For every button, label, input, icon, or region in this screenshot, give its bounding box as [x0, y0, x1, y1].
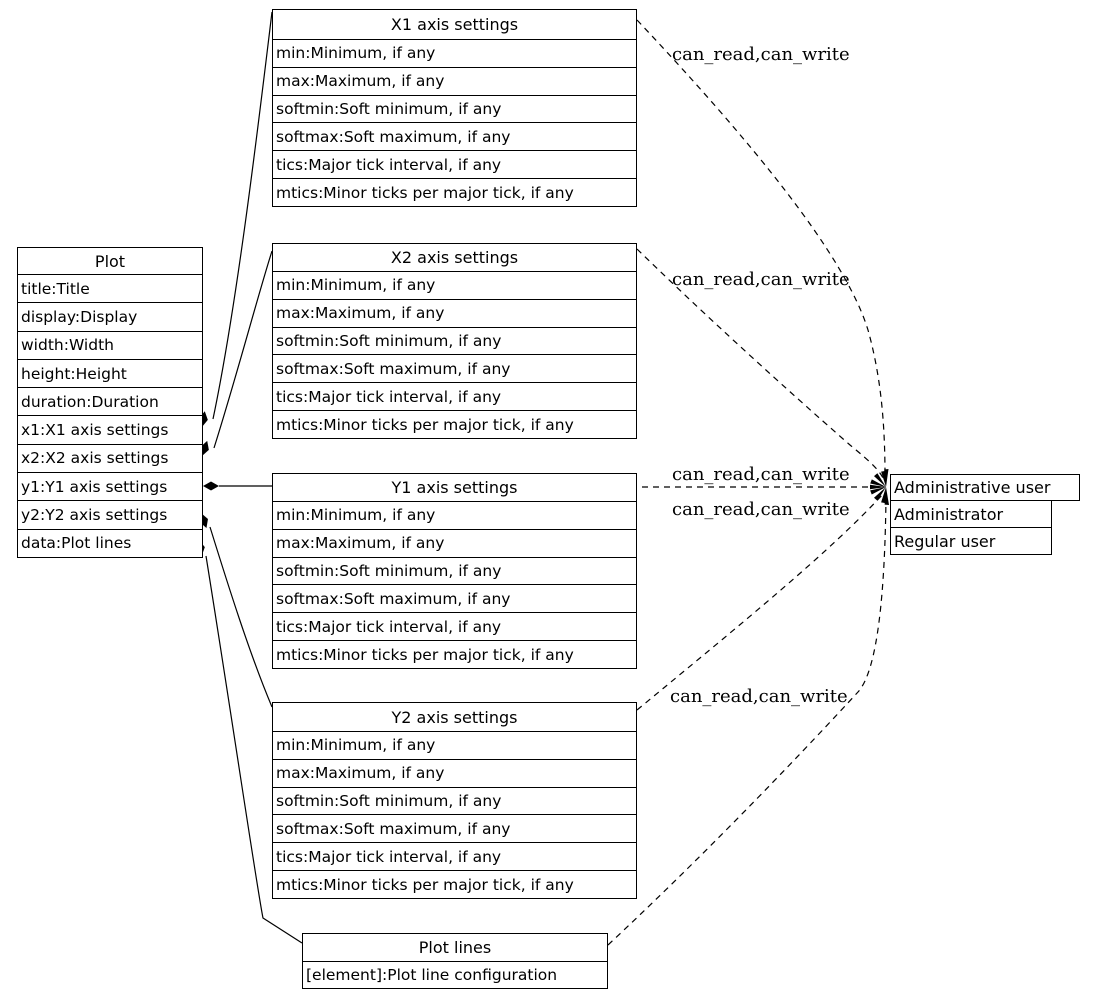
attribute-row: softmin:Soft minimum, if any — [273, 326, 636, 355]
attribute-row: softmax:Soft maximum, if any — [273, 354, 636, 383]
node-title-plot: Plot — [94, 251, 126, 271]
edge-y2-permission — [636, 493, 884, 711]
attribute-row: mtics:Minor ticks per major tick, if any — [273, 640, 636, 668]
user-role-row: Regular user — [890, 527, 1052, 555]
attribute-row: tics:Major tick interval, if any — [273, 842, 636, 871]
attribute-row: min:Minimum, if any — [273, 731, 636, 759]
attribute-row: max:Maximum, if any — [273, 758, 636, 787]
attribute-row: title:Title — [18, 274, 202, 303]
attribute-row: mtics:Minor ticks per major tick, if any — [273, 178, 636, 206]
node-title-x2-axis-settings: X2 axis settings — [390, 248, 519, 267]
attribute-row: softmax:Soft maximum, if any — [273, 122, 636, 151]
attribute-row: [element]:Plot line configuration — [303, 961, 607, 988]
node-title-administrative-user: Administrative user — [890, 474, 1080, 501]
node-title-plot-lines: Plot lines — [418, 938, 492, 957]
edge-label-plotlines-permission: can_read,can_write — [670, 686, 848, 707]
node-title-y1-axis-settings: Y1 axis settings — [391, 478, 518, 497]
attribute-row: max:Maximum, if any — [273, 298, 636, 327]
diamond-y1 — [203, 481, 219, 491]
attribute-row: min:Minimum, if any — [273, 39, 636, 67]
node-title-y2-axis-settings: Y2 axis settings — [391, 707, 518, 727]
edge-x2-permission — [636, 248, 885, 481]
attribute-row: softmin:Soft minimum, if any — [273, 556, 636, 585]
node-title-x1-axis-settings: X1 axis settings — [390, 15, 519, 34]
attribute-row: tics:Major tick interval, if any — [273, 382, 636, 411]
attribute-row: height:Height — [18, 358, 202, 388]
attribute-row: data:Plot lines — [18, 528, 202, 557]
attribute-row: softmax:Soft maximum, if any — [273, 814, 636, 843]
attribute-row: min:Minimum, if any — [273, 501, 636, 529]
attribute-row: softmin:Soft minimum, if any — [273, 786, 636, 815]
attribute-row: softmax:Soft maximum, if any — [273, 584, 636, 613]
edge-plotlines-permission — [607, 495, 887, 946]
arrowhead-starburst — [870, 469, 889, 505]
attribute-row: tics:Major tick interval, if any — [273, 150, 636, 179]
edge-label-x1-permission: can_read,can_write — [672, 44, 850, 65]
attribute-row: mtics:Minor ticks per major tick, if any — [273, 870, 636, 898]
node-rows-plot-lines: [element]:Plot line configuration — [303, 961, 607, 988]
attribute-row: x1:X1 axis settings — [18, 415, 202, 444]
attribute-row: display:Display — [18, 302, 202, 331]
attribute-row: mtics:Minor ticks per major tick, if any — [273, 410, 636, 438]
edge-plot-x2 — [213, 250, 273, 449]
attribute-row: y1:Y1 axis settings — [18, 472, 202, 501]
class-node-plot-lines: Plot lines [element]:Plot line configura… — [302, 933, 608, 989]
edge-plot-x1 — [212, 11, 273, 420]
edge-label-y1-permission: can_read,can_write — [672, 464, 850, 485]
edge-label-x2-permission: can_read,can_write — [672, 269, 850, 290]
attribute-row: y2:Y2 axis settings — [18, 500, 202, 529]
edge-label-y2-permission: can_read,can_write — [672, 499, 850, 520]
attribute-row: max:Maximum, if any — [273, 66, 636, 95]
attribute-row: tics:Major tick interval, if any — [273, 612, 636, 641]
attribute-row: x2:X2 axis settings — [18, 443, 202, 473]
user-role-row: Administrator — [890, 500, 1052, 528]
attribute-row: duration:Duration — [18, 387, 202, 416]
edge-plot-data — [205, 555, 303, 944]
edge-plot-y2 — [209, 526, 273, 708]
attribute-row: width:Width — [18, 330, 202, 359]
attribute-row: min:Minimum, if any — [273, 271, 636, 299]
attribute-row: max:Maximum, if any — [273, 528, 636, 557]
attribute-row: softmin:Soft minimum, if any — [273, 94, 636, 123]
edge-x1-permission — [636, 19, 886, 477]
